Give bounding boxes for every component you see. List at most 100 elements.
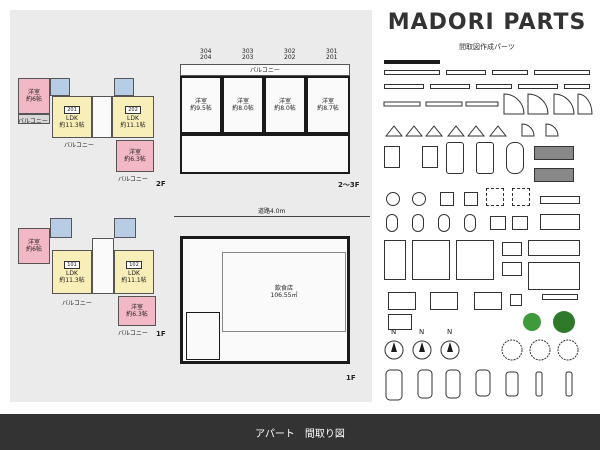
room-1f-western-left-size: 約6帖 [26,246,42,253]
vehicle-row [385,369,573,401]
box-part-2 [512,188,530,206]
room-western-left: 洋室 約6帖 [18,78,50,114]
car-icon-4 [475,369,491,397]
door-icon-1 [503,93,525,115]
unit-number-102: 102 [126,260,142,269]
sink-part-1 [386,192,400,206]
compass-label-1: N [391,328,397,336]
room-bath-left [50,78,70,96]
balcony-23f: バルコニー [180,64,350,76]
ldk-101-label: LDK [66,269,78,277]
unit-bottom-202: 202 [284,54,296,61]
balcony-2f-left [18,114,50,124]
room-ldk-202: 202 LDK 約11.1帖 [112,96,154,138]
unit-bottom-201: 201 [326,54,338,61]
room-1f-bath-right [114,218,136,238]
dining-set-part-3 [474,292,502,310]
shop-name: 飲食店 [274,285,293,292]
wall-strip-4 [534,70,590,75]
counter-part-1 [540,196,580,204]
bathtub-part-1 [446,142,464,174]
room-23f-3: 洋室 約8.0帖 [264,76,306,134]
dining-set-part-2 [430,292,458,310]
desk-part-2 [502,262,522,276]
window-strip-4 [518,84,558,89]
ldk-202-label: LDK [127,114,139,122]
toilet-part-2 [412,214,424,232]
plant-icon-1 [523,313,541,331]
fridge-part [384,146,400,168]
shop-kitchen [186,312,220,360]
tree-outline-icon-3 [557,339,579,361]
room-1f-western-right-size: 約6.3帖 [126,311,148,318]
sink-part-4 [464,192,478,206]
room-bath-right [114,78,134,96]
unit-top-304: 304 [200,48,212,55]
bed-part-1 [384,240,406,280]
stair-icon-3 [424,125,444,137]
bike-icon-2 [565,371,573,397]
room-western-right: 洋室 約6.3帖 [116,140,154,172]
plan-2f: 洋室 約6帖 201 LDK 約11.3帖 202 LDK 約11.1帖 洋室 … [18,70,168,190]
sink-part-3 [440,192,454,206]
floor-label-1f: 1F [156,330,166,338]
floor-label-2f: 2F [156,180,166,188]
room-23f-4: 洋室 約8.7帖 [306,76,350,134]
stove-part-3 [490,216,506,230]
toilet-part-3 [438,214,450,232]
parts-subtitle: 間取図作成パーツ [459,43,515,51]
door-icon-5 [521,123,535,137]
room-1f-western-left: 洋室 約6帖 [18,228,50,264]
ldk-102-label: LDK [128,269,140,277]
road-label: 道路4.0m [258,208,286,215]
room-23f-4-name: 洋室 [321,98,334,105]
balcony-23f-label: バルコニー [250,66,280,74]
bed-part-3 [456,240,494,280]
road-line [174,216,370,217]
bed-part-2 [412,240,450,280]
window-strip-6 [383,101,421,107]
tree-outline-icon-2 [529,339,551,361]
window-strip-1 [384,84,424,89]
sofa-part-1 [528,240,580,256]
room-23f-2: 洋室 約8.0帖 [222,76,264,134]
door-icon-3 [553,93,575,115]
table-part [388,314,412,330]
dining-set-part-1 [388,292,416,310]
window-strip-7 [425,101,463,107]
room-23f-3-name: 洋室 [278,98,291,105]
room-23f-2-size: 約8.0帖 [232,105,254,112]
chair-part [510,294,522,306]
shop-area: 106.55㎡ [270,292,298,299]
bathtub-part-2 [476,142,494,174]
window-strip-3 [476,84,512,89]
door-icon-4 [577,93,593,115]
room-western-left-name: 洋室 [27,89,40,96]
stair-parts-row [384,123,559,137]
room-23f-2-name: 洋室 [236,98,249,105]
bike-icon-1 [535,371,543,397]
room-1f-western-left-name: 洋室 [27,239,40,246]
tv-board-part [542,294,578,300]
room-ldk-201: 201 LDK 約11.3帖 [52,96,92,138]
compass-row [384,339,579,361]
sink-part-2 [412,192,426,206]
stove-part [534,146,574,160]
unit-number-202: 202 [125,105,141,114]
floor-label-shop: 1F [346,374,356,382]
room-23f-4-size: 約8.7帖 [317,105,339,112]
compass-label-2: N [419,328,425,336]
car-icon-5 [505,371,519,397]
washer-part [422,146,438,168]
unit-bottom-204: 204 [200,54,212,61]
window-strip-2 [430,84,470,89]
room-hall-2f [92,96,112,138]
balcony-2f-right-label: バルコニー [118,176,148,183]
parts-palette: N N N [382,56,593,406]
caption-text: アパート 間取り図 [255,428,345,440]
compass-icon-1 [384,340,404,360]
car-icon-3 [445,369,461,399]
ldk-201-label: LDK [66,114,78,122]
box-part-1 [486,188,504,206]
room-23f-3-size: 約8.0帖 [274,105,296,112]
